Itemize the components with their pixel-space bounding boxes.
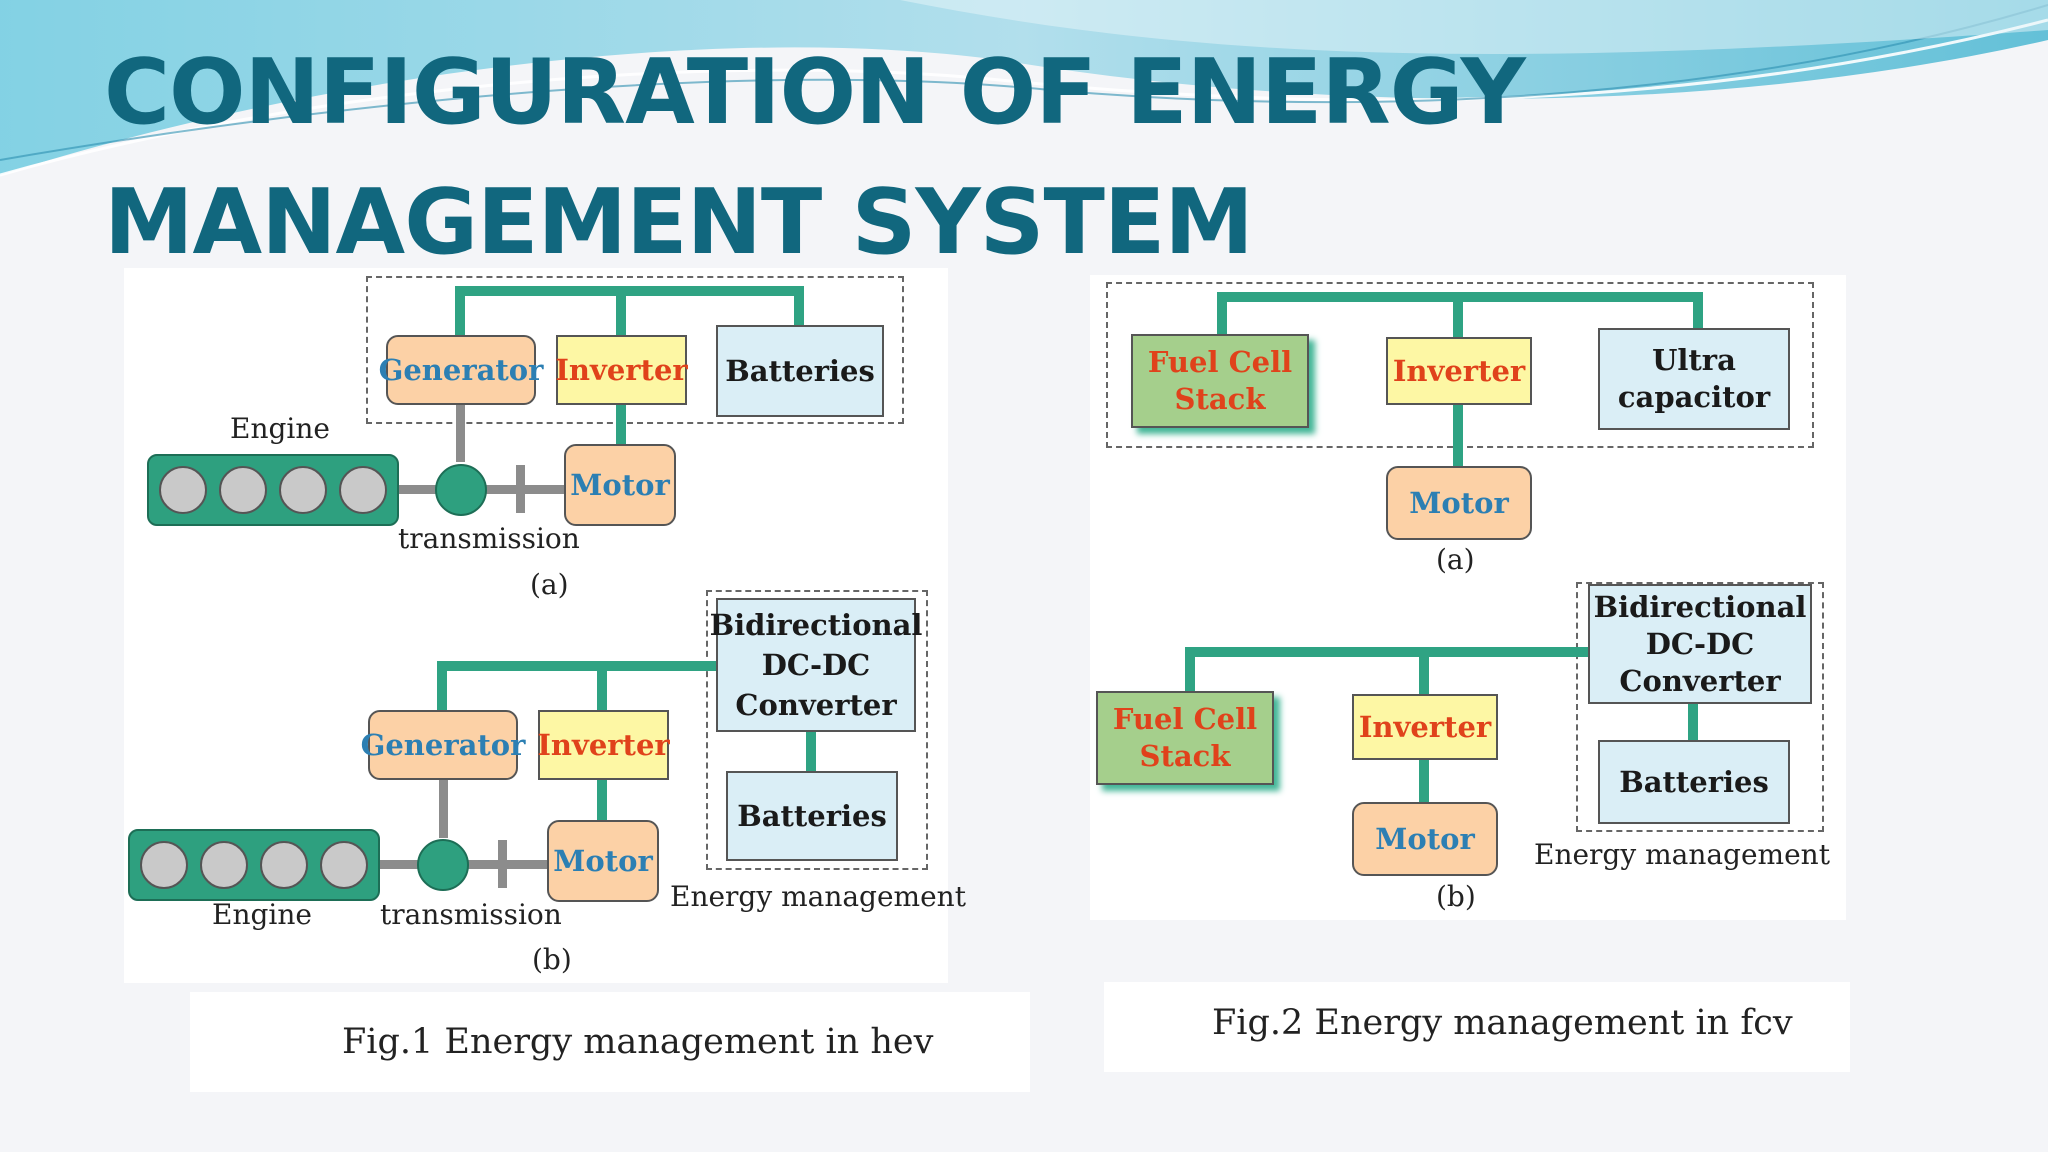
- fig1b-gen-shaft: [439, 778, 448, 838]
- fig1b-energy-boundary: [706, 590, 928, 870]
- fig1b-motor-box: Motor: [547, 820, 659, 902]
- fig1b-converter-label-1: Bidirectional: [709, 608, 923, 642]
- fig2a-fuel-cell-label-1: Fuel Cell: [1147, 345, 1293, 379]
- fig1a-gen-shaft: [456, 402, 465, 462]
- fig2a-bus-drop-uc: [1693, 292, 1703, 332]
- fig2b-batteries-label: Batteries: [1619, 764, 1769, 799]
- fig1a-bus-drop-inv: [616, 286, 626, 336]
- fig1a-motor-box: Motor: [564, 444, 676, 526]
- fig1b-transmission-label: transmission: [380, 898, 562, 931]
- fig1-caption: Fig.1 Energy management in hev: [342, 1022, 934, 1062]
- fig1a-bus-drop-gen: [455, 286, 465, 336]
- fig1b-bus-top: [437, 661, 720, 671]
- fig2b-bus-drop-inv: [1419, 647, 1429, 695]
- fig1b-conv-bat-link: [806, 729, 816, 773]
- fig1b-converter-label-3: Converter: [735, 688, 897, 722]
- fig2a-motor-box: Motor: [1386, 466, 1532, 540]
- fig2b-conv-bat-link: [1688, 703, 1698, 741]
- fig2-caption: Fig.2 Energy management in fcv: [1212, 1003, 1793, 1043]
- fig2a-label: (a): [1436, 543, 1475, 576]
- fig1a-generator-box: Generator: [379, 335, 543, 405]
- fig1a-engine-cylinder: [339, 466, 387, 514]
- fig2b-converter-box: Bidirectional DC-DC Converter: [1588, 584, 1812, 704]
- fig1b-inv-motor-link: [597, 778, 607, 822]
- fig1b-engine-cylinder: [260, 841, 308, 889]
- fig1a-engine-cylinder: [279, 466, 327, 514]
- fig2a-bus-drop-fc: [1217, 292, 1227, 336]
- fig2b-bus-top: [1185, 647, 1591, 657]
- fig2a-inverter-box: Inverter: [1386, 337, 1532, 405]
- fig2b-motor-box: Motor: [1352, 802, 1498, 876]
- fig2a-fuel-cell-label-2: Stack: [1174, 382, 1266, 416]
- fig1b-engine-cylinder: [140, 841, 188, 889]
- fig2b-converter-label-3: Converter: [1619, 663, 1781, 698]
- fig2a-ultracap-box: Ultra capacitor: [1598, 328, 1790, 430]
- fig2b-energy-management-label: Energy management: [1534, 838, 1830, 871]
- fig1a-inverter-box: Inverter: [555, 335, 688, 405]
- fig1a-engine-cylinder: [159, 466, 207, 514]
- fig1b-engine-cylinder: [320, 841, 368, 889]
- fig2a-fuel-cell-box: Fuel Cell Stack: [1131, 334, 1309, 428]
- fig2a-inv-motor-link: [1453, 402, 1463, 468]
- fig1a-inv-motor-link: [616, 402, 626, 446]
- slide-title-line-1: CONFIGURATION OF ENERGY: [104, 40, 1526, 145]
- fig2b-inverter-label: Inverter: [1358, 709, 1492, 744]
- fig2b-fuel-cell-box: Fuel Cell Stack: [1096, 691, 1274, 785]
- fig2a-ultracap-label-1: Ultra: [1652, 343, 1736, 377]
- fig1b-inverter-box: Inverter: [537, 710, 670, 780]
- fig1b-batteries-box: Batteries: [726, 771, 898, 861]
- fig1b-label: (b): [532, 943, 572, 976]
- fig1a-batteries-label: Batteries: [725, 353, 875, 388]
- fig1b-generator-label: Generator: [360, 727, 526, 762]
- fig2b-inv-motor-link: [1419, 757, 1429, 803]
- fig1b-converter-label-2: DC-DC: [761, 648, 871, 682]
- fig1b-generator-box: Generator: [361, 710, 525, 780]
- fig1a-generator-label: Generator: [378, 352, 544, 387]
- fig2a-ultracap-label-2: capacitor: [1617, 380, 1771, 414]
- fig1a-engine: [147, 454, 399, 526]
- fig1a-batteries-box: Batteries: [716, 325, 884, 417]
- fig1b-engine-cylinder: [200, 841, 248, 889]
- fig2a-inverter-label: Inverter: [1392, 353, 1526, 388]
- fig1a-transmission-joint: [435, 464, 487, 516]
- fig1a-bus-drop-bat: [794, 286, 804, 326]
- fig1b-inverter-label: Inverter: [537, 727, 670, 762]
- fig2-caption-panel: [1104, 982, 1850, 1072]
- fig1-caption-panel: [190, 992, 1030, 1092]
- fig1b-motor-label: Motor: [553, 843, 653, 878]
- fig1b-transmission-joint: [417, 839, 469, 891]
- fig1b-engine: [128, 829, 380, 901]
- fig1a-engine-cylinder: [219, 466, 267, 514]
- fig1b-bus-drop-gen: [437, 661, 447, 711]
- fig1b-bus-drop-inv: [597, 661, 607, 711]
- fig2b-fuel-cell-label-1: Fuel Cell: [1112, 702, 1258, 736]
- fig1a-motor-label: Motor: [570, 467, 670, 502]
- fig2b-fuel-cell-label-2: Stack: [1139, 739, 1231, 773]
- fig1a-label: (a): [530, 568, 569, 601]
- fig2b-inverter-box: Inverter: [1352, 694, 1498, 760]
- fig2a-bus-drop-inv: [1453, 292, 1463, 338]
- fig2b-bus-drop-fc: [1185, 647, 1195, 693]
- fig2b-batteries-box: Batteries: [1598, 740, 1790, 824]
- slide-title-line-2: MANAGEMENT SYSTEM: [104, 170, 1254, 275]
- fig2b-converter-label-2: DC-DC: [1645, 626, 1755, 661]
- fig1a-coupler: [516, 465, 525, 513]
- fig1b-batteries-label: Batteries: [737, 798, 887, 833]
- fig1a-bus-top: [455, 286, 804, 296]
- fig1b-converter-box: Bidirectional DC-DC Converter: [710, 598, 922, 732]
- fig1b-energy-management-label: Energy management: [670, 880, 966, 913]
- fig1b-engine-label: Engine: [212, 898, 312, 931]
- fig2b-label: (b): [1436, 880, 1476, 913]
- fig2b-converter-label-1: Bidirectional: [1593, 589, 1807, 624]
- fig2b-motor-label: Motor: [1375, 821, 1475, 856]
- fig1a-energy-boundary: [366, 276, 904, 424]
- fig1b-coupler: [498, 840, 507, 888]
- slide-title: CONFIGURATION OF ENERGY MANAGEMENT SYSTE…: [104, 28, 1526, 288]
- fig1a-engine-label: Engine: [230, 412, 330, 445]
- fig2a-motor-label: Motor: [1409, 485, 1509, 520]
- fig2b-energy-boundary: [1576, 582, 1824, 832]
- fig1a-transmission-label: transmission: [398, 522, 580, 555]
- fig1a-inverter-label: Inverter: [555, 352, 688, 387]
